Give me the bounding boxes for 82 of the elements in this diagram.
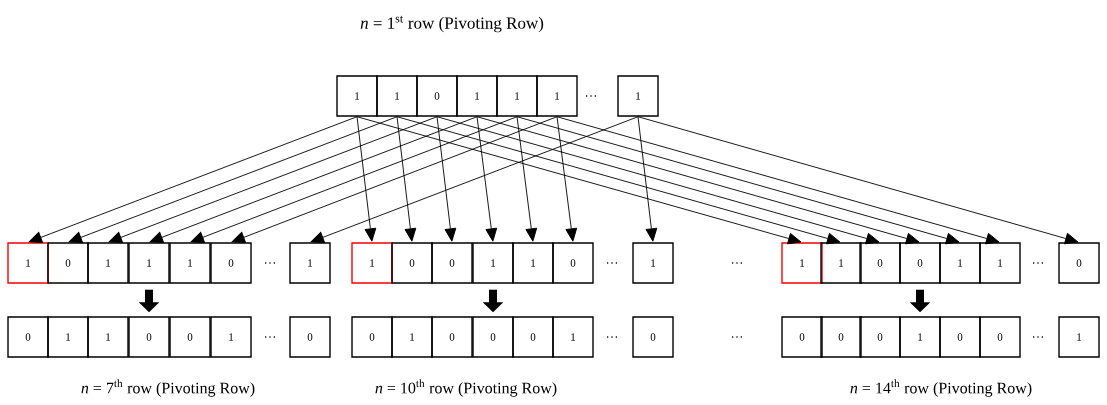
arrow: [68, 116, 398, 243]
bit-cell: 1: [351, 242, 393, 284]
bit-cell: 1: [632, 242, 674, 284]
ellipsis: …: [731, 336, 743, 338]
bit-cell: 1: [820, 242, 862, 284]
arrow: [516, 116, 538, 242]
bit-cell: 1: [979, 242, 1021, 284]
bit-cell: 1: [47, 316, 89, 358]
bit-cell: 1: [391, 316, 433, 358]
arrow: [476, 116, 498, 242]
bit-cell: 0: [210, 242, 252, 284]
arrow: [231, 116, 558, 243]
bit-cell: 0: [431, 242, 473, 284]
bit-cell: 1: [472, 242, 514, 284]
bit-cell: 0: [781, 316, 823, 358]
bit-cell: 1: [552, 316, 594, 358]
bit-cell: 1: [289, 242, 331, 284]
bit-cell: 0: [289, 316, 331, 358]
bit-cell: 1: [210, 316, 252, 358]
arrow: [149, 116, 478, 243]
ellipsis: …: [731, 262, 743, 264]
bit-cell: 0: [552, 242, 594, 284]
bit-cell: 1: [87, 242, 129, 284]
bit-cell: 1: [336, 75, 378, 117]
bit-cell: 0: [859, 316, 901, 358]
bit-cell: 1: [617, 75, 659, 117]
bit-cell: 1: [899, 316, 941, 358]
bit-cell: 0: [1058, 242, 1100, 284]
bit-cell: 0: [7, 316, 49, 358]
ellipsis: …: [1032, 336, 1044, 338]
bit-cell: 0: [899, 242, 941, 284]
bit-cell: 1: [512, 242, 554, 284]
bit-cell: 1: [496, 75, 538, 117]
row-caption: n = 10$^{th}$ row (Pivoting Row): [375, 379, 557, 397]
bit-cell: 0: [431, 316, 473, 358]
arrow: [108, 116, 438, 243]
bit-cell: 0: [391, 242, 433, 284]
ellipsis: …: [264, 262, 276, 264]
ellipsis: …: [264, 336, 276, 338]
ellipsis: …: [585, 95, 597, 97]
bit-cell: 1: [169, 242, 211, 284]
arrow: [516, 116, 960, 245]
row-caption: n = 7$^{th}$ row (Pivoting Row): [81, 379, 255, 397]
arrow: [396, 116, 841, 245]
row-caption: n = 14$^{th}$ row (Pivoting Row): [850, 379, 1032, 397]
arrow: [637, 116, 1079, 245]
bit-cell: 0: [632, 316, 674, 358]
ellipsis: …: [606, 336, 618, 338]
arrow: [356, 116, 377, 242]
ellipsis: …: [606, 262, 618, 264]
bit-cell: 1: [781, 242, 823, 284]
bit-cell: 0: [512, 316, 554, 358]
bit-cell: 0: [128, 316, 170, 358]
arrow: [396, 116, 417, 242]
bit-cell: 0: [169, 316, 211, 358]
arrow: [190, 116, 518, 243]
bit-cell: 0: [820, 316, 862, 358]
heading: n = 1$^{st}$ row (Pivoting Row): [360, 15, 544, 33]
bit-cell: 1: [456, 75, 498, 117]
bit-cell: 1: [376, 75, 418, 117]
arrow: [356, 116, 802, 245]
bit-cell: 0: [351, 316, 393, 358]
bit-cell: 0: [472, 316, 514, 358]
bit-cell: 1: [128, 242, 170, 284]
bit-cell: 0: [859, 242, 901, 284]
arrow: [436, 116, 457, 242]
arrow: [637, 116, 658, 242]
ellipsis: …: [1032, 262, 1044, 264]
arrow: [556, 116, 1000, 245]
arrow: [28, 116, 358, 243]
bit-cell: 0: [939, 316, 981, 358]
bit-cell: 1: [1058, 316, 1100, 358]
bit-cell: 0: [979, 316, 1021, 358]
bit-cell: 1: [87, 316, 129, 358]
arrow: [436, 116, 880, 245]
arrow: [476, 116, 920, 245]
bit-cell: 0: [47, 242, 89, 284]
arrow: [310, 116, 639, 243]
bit-cell: 0: [416, 75, 458, 117]
bit-cell: 1: [536, 75, 578, 117]
bit-cell: 1: [939, 242, 981, 284]
arrow: [556, 116, 578, 242]
